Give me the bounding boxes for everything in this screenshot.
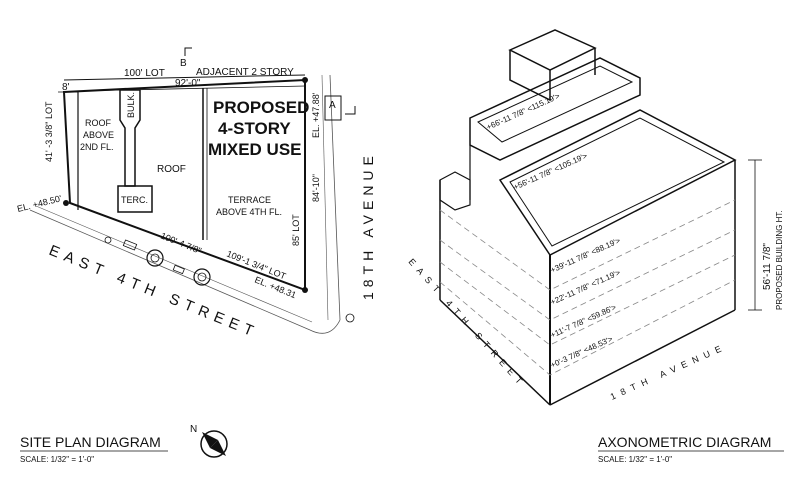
terc-label: TERC. — [121, 195, 148, 205]
corner-point — [302, 77, 308, 83]
section-marker-b — [184, 47, 192, 56]
curb-return — [309, 319, 341, 334]
roof-label: ROOF — [157, 164, 186, 175]
height-sub-label: PROPOSED BUILDING HT. — [775, 210, 784, 310]
section-b-label: B — [180, 58, 187, 69]
tree-pit — [146, 249, 164, 267]
bulkhead-top — [508, 29, 597, 71]
floor-lines — [439, 199, 736, 376]
lot-line-top — [63, 74, 306, 81]
ground-right — [549, 309, 736, 406]
proposed-label-2: 4-STORY — [218, 119, 291, 138]
corner-point — [63, 200, 69, 206]
hydrant — [104, 236, 112, 244]
north-arrow-icon — [200, 430, 228, 458]
axo-scale: SCALE: 1/32" = 1'-0" — [598, 455, 672, 464]
north-label: N — [190, 424, 197, 435]
avenue-curb — [329, 74, 341, 321]
entry-box — [324, 95, 342, 121]
tree-pit — [193, 268, 211, 286]
dim-line-92 — [77, 85, 306, 92]
terrace-label-2: ABOVE 4TH FL. — [216, 207, 282, 217]
corner-point — [302, 287, 308, 293]
dim-100-4-label: 100'-4 7/8" — [159, 231, 203, 256]
terc-box — [117, 185, 153, 213]
proposed-label-1: PROPOSED — [213, 98, 309, 117]
dim-84-label: 84'-10" — [311, 174, 321, 202]
curb-line-2 — [35, 205, 313, 323]
street-fixture — [172, 264, 185, 275]
roof-above-label-2: ABOVE — [83, 130, 114, 140]
proposed-label-3: MIXED USE — [208, 140, 302, 159]
main-roof-parapet — [509, 117, 726, 247]
height-label: 56'-11 7/8" — [762, 243, 773, 290]
hydrant — [345, 313, 355, 323]
axo-title: AXONOMETRIC DIAGRAM — [598, 434, 771, 450]
street-fixture — [122, 239, 138, 251]
dim-8-label: 8' — [62, 82, 70, 93]
bulkhead-sides — [509, 50, 551, 102]
axo-avenue-label: 18TH AVENUE — [609, 341, 729, 402]
section-a-label: A — [329, 100, 336, 111]
left-wing-top — [439, 171, 471, 211]
ground-left — [439, 299, 551, 406]
lot-41-label: 41' -3 3/8" LOT — [44, 101, 54, 162]
adjacent-label: ADJACENT 2 STORY — [196, 67, 294, 78]
tree-pit — [197, 272, 207, 282]
level-56-label: +56'-11 7/8" <105.19'> — [512, 151, 589, 192]
el-48-50-label: EL. +48.50' — [16, 193, 63, 214]
lot-100-label: 100' LOT — [124, 68, 165, 79]
curb-line — [29, 209, 311, 331]
lot-85-label: 85' LOT — [291, 214, 301, 246]
section-marker-a — [345, 106, 356, 115]
axonometric: +66'-11 7/8" <115.19'> +56'-11 7/8" <105… — [407, 29, 784, 464]
level-11-label: +11'-7 7/8" <59.86'> — [549, 303, 618, 340]
level-22-label: +22'-11 7/8" <71.19'> — [549, 268, 622, 307]
level-0-label: +0'-3 7/8" <48.53'> — [549, 334, 614, 370]
bulk-label: BULK. — [126, 92, 136, 118]
site-plan: 100' LOT B ADJACENT 2 STORY 8' 92'-0" RO… — [16, 47, 376, 464]
roof-above-label-1: ROOF — [85, 118, 112, 128]
terrace-label-1: TERRACE — [228, 195, 271, 205]
upper-parapet — [477, 65, 634, 143]
axo-street-label: EAST 4TH STREET — [407, 257, 529, 391]
avenue-label: 18TH AVENUE — [360, 151, 376, 300]
site-plan-scale: SCALE: 1/32" = 1'-0" — [20, 455, 94, 464]
dim-92-label: 92'-0" — [175, 78, 201, 89]
site-plan-title: SITE PLAN DIAGRAM — [20, 434, 161, 450]
level-66-label: +66'-11 7/8" <115.19'> — [485, 91, 561, 132]
el-47-label: EL. +47.88' — [311, 92, 321, 138]
tree-pit — [150, 253, 160, 263]
avenue-curb-2 — [321, 74, 329, 321]
roof-above-label-3: 2ND FL. — [80, 142, 114, 152]
